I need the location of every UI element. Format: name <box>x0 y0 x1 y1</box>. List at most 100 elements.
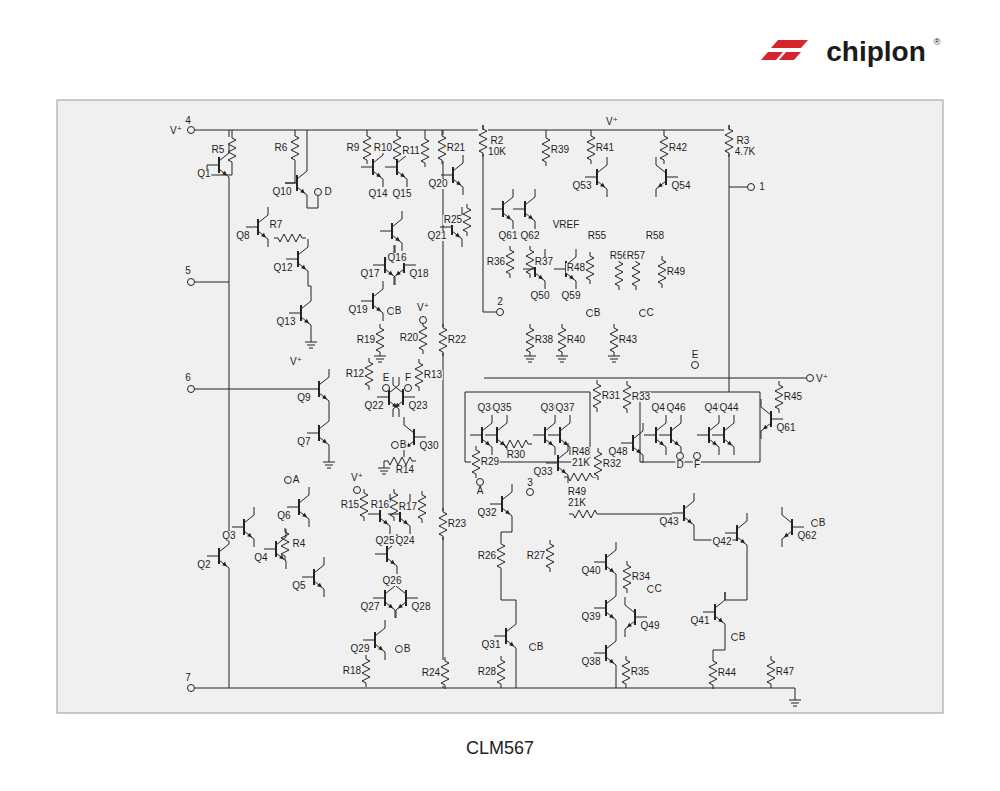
resistor-symbol <box>415 359 423 391</box>
pin-label: V⁺ <box>289 357 303 367</box>
resistor-symbol <box>767 656 775 688</box>
transistor-symbol <box>594 542 616 582</box>
transistor-symbol <box>441 155 463 195</box>
transistor-symbol <box>485 415 507 455</box>
terminal-circle <box>315 189 322 196</box>
resistor-label: R14 <box>395 465 415 475</box>
wire <box>725 553 747 600</box>
transistor-symbol <box>672 493 694 533</box>
resistor-symbol <box>421 135 429 167</box>
pin-label: E <box>382 373 391 383</box>
transistor-symbol <box>546 443 568 483</box>
resistor-symbol <box>615 258 623 290</box>
resistor-symbol <box>546 540 554 572</box>
resistor-label: R58 <box>645 231 665 241</box>
resistor-symbol <box>526 246 534 278</box>
logo-text: ® <box>933 38 942 47</box>
transistor-symbol <box>232 507 254 547</box>
pin-label: 7 <box>184 673 192 683</box>
transistor-symbol <box>373 245 395 285</box>
wire <box>729 187 747 188</box>
transistor-symbol <box>548 415 570 455</box>
wire <box>729 130 730 392</box>
terminal-circle <box>188 685 195 692</box>
schematic-frame <box>57 100 943 713</box>
resistor-symbol <box>594 448 602 480</box>
resistor-symbol <box>497 540 505 572</box>
wire <box>546 130 547 134</box>
terminal-circle <box>807 375 814 382</box>
resistor-label: R21 <box>446 143 466 153</box>
wire <box>329 409 330 413</box>
transistor-symbol <box>286 239 308 279</box>
transistor-symbol <box>361 281 383 321</box>
transistor-label: Q26 <box>382 576 403 586</box>
terminal-circle <box>396 646 403 653</box>
transistor-label: Q25 <box>375 536 396 546</box>
transistor-symbol <box>380 211 402 251</box>
transistor-label: Q6 <box>276 511 291 521</box>
transistor-symbol <box>307 413 329 453</box>
transistor-label: Q48 <box>608 447 629 457</box>
wire <box>516 656 517 688</box>
resistor-symbol <box>472 446 480 478</box>
resistor-label: R27 <box>526 551 546 561</box>
resistor-label: R57 <box>626 251 646 261</box>
resistor-label: R3 <box>736 136 751 146</box>
value-label: 21K <box>571 458 591 468</box>
transistor-label: Q44 <box>719 403 740 413</box>
terminal-circle <box>497 309 504 316</box>
transistor-label: Q53 <box>572 181 593 191</box>
resistor-label: R44 <box>717 668 737 678</box>
transistor-symbol <box>490 484 512 524</box>
resistor-label: R20 <box>399 333 419 343</box>
wire <box>295 130 296 132</box>
transistor-label: Q9 <box>296 393 311 403</box>
pin-label: B <box>738 632 747 642</box>
transistor-label: Q35 <box>492 403 513 413</box>
transistor-label: Q43 <box>659 517 680 527</box>
resistor-symbol <box>439 324 447 356</box>
transistor-symbol <box>523 249 545 289</box>
resistor-symbol <box>419 322 427 354</box>
wire <box>384 461 385 468</box>
resistor-label: R11 <box>401 146 421 156</box>
resistor-label: R26 <box>477 551 497 561</box>
resistor-symbol <box>709 657 717 689</box>
resistor-symbol <box>274 234 306 242</box>
transistor-label: Q7 <box>296 437 311 447</box>
resistor-label: R16 <box>370 500 390 510</box>
wire <box>501 572 516 616</box>
transistor-label: Q15 <box>392 189 413 199</box>
resistor-label: R55 <box>587 231 607 241</box>
resistor-symbol <box>365 358 373 390</box>
transistor-label: Q14 <box>368 189 389 199</box>
resistor-symbol <box>623 381 631 413</box>
transistor-label: Q41 <box>690 616 711 626</box>
wire <box>195 389 307 390</box>
resistor-label: R17 <box>398 502 418 512</box>
wire <box>443 130 444 688</box>
transistor-symbol <box>404 417 426 457</box>
resistor-symbol <box>360 489 368 521</box>
wire <box>229 185 230 536</box>
transistor-symbol <box>725 513 747 553</box>
terminal-circle <box>677 453 684 460</box>
transistor-symbol <box>287 487 309 527</box>
pin-label: VREF <box>552 220 581 230</box>
ground-symbol <box>524 356 536 362</box>
resistor-symbol <box>586 252 594 284</box>
resistor-label: R34 <box>631 572 651 582</box>
transistor-label: Q2 <box>196 560 211 570</box>
terminal-circle <box>285 477 292 484</box>
transistor-symbol <box>659 415 681 455</box>
ground-symbol <box>374 356 386 362</box>
resistor-label: R33 <box>631 392 651 402</box>
logo-mark <box>779 52 801 60</box>
transistor-label: Q32 <box>477 508 498 518</box>
terminal-circle <box>354 487 361 494</box>
resistor-label: R22 <box>447 335 467 345</box>
resistor-symbol <box>542 134 550 166</box>
transistor-symbol <box>264 529 286 569</box>
wire <box>713 632 725 657</box>
